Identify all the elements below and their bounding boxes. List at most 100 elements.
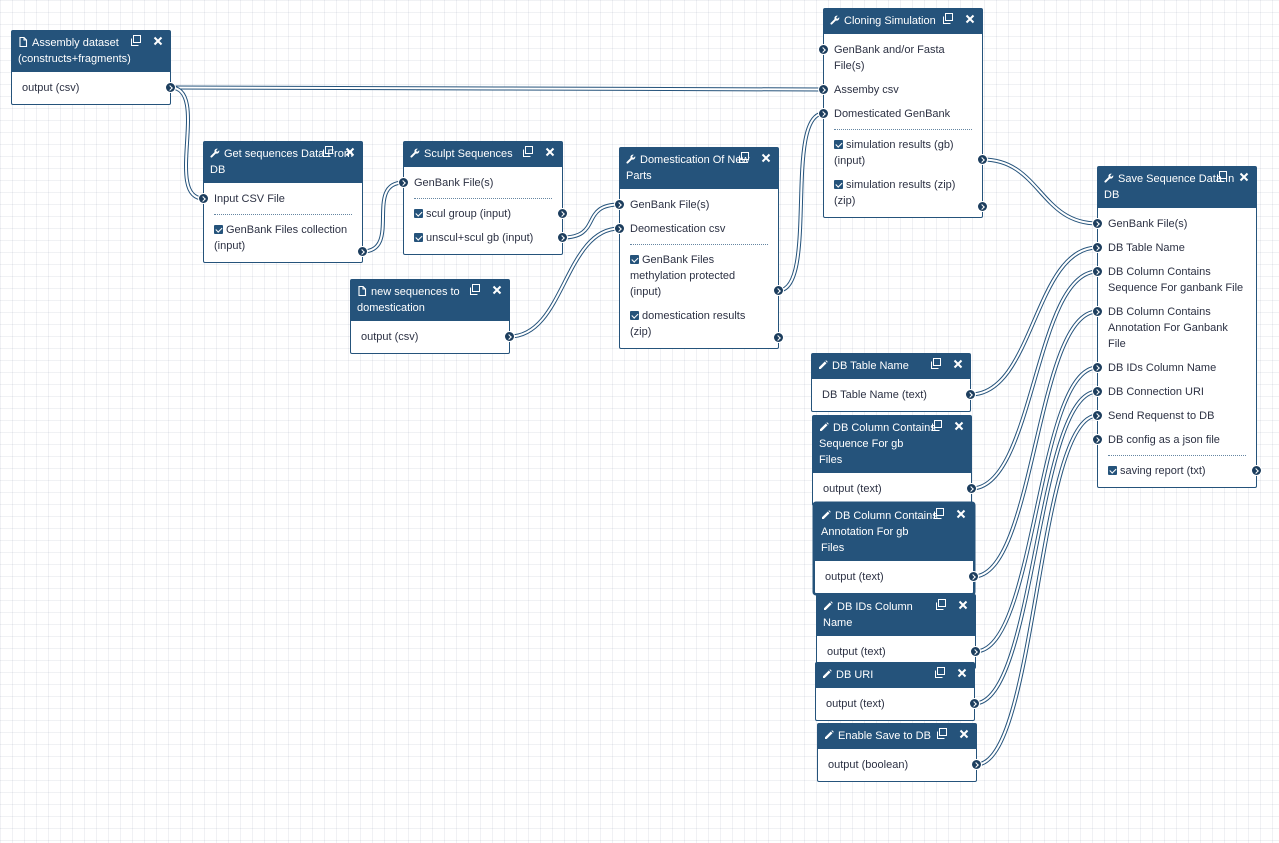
input-terminal[interactable] [1093,411,1102,420]
node-header[interactable]: Cloning Simulation [824,9,982,34]
output-terminal[interactable] [967,484,976,493]
node-header[interactable]: Domestication Of New Parts [620,148,778,189]
connection-edge[interactable] [971,269,1098,491]
connection-edge[interactable] [170,85,204,201]
output-terminal[interactable] [978,202,987,211]
close-icon[interactable] [955,508,967,520]
checkbox[interactable] [1108,466,1117,475]
input-terminal[interactable] [1093,387,1102,396]
connection-edge[interactable] [973,309,1098,579]
input-terminal[interactable] [819,85,828,94]
connection-edge[interactable] [976,413,1098,767]
node-sculpt-sequences[interactable]: Sculpt Sequences GenBank File(s) scul gr… [399,141,567,255]
close-icon[interactable] [760,152,772,164]
output-terminal[interactable] [358,247,367,256]
connection-edge[interactable] [982,157,1098,226]
output-terminal[interactable] [166,83,175,92]
node-get-sequences[interactable]: Get sequences Data From DB Input CSV Fil… [199,141,367,263]
checkbox[interactable] [630,311,639,320]
close-icon[interactable] [956,667,968,679]
output-terminal[interactable] [972,760,981,769]
output-terminal[interactable] [774,286,783,295]
copy-icon[interactable] [130,35,142,47]
connection-edge[interactable] [778,111,824,293]
close-icon[interactable] [958,728,970,740]
copy-icon[interactable] [322,146,334,158]
input-terminal[interactable] [1093,435,1102,444]
node-db-column-sequence[interactable]: DB Column Contains Sequence For gb Files… [812,415,976,506]
copy-icon[interactable] [930,358,942,370]
node-save-sequence-data[interactable]: Save Sequence Data In DB GenBank File(s)… [1093,166,1261,488]
node-new-sequences[interactable]: new sequences to domestication output (c… [350,279,514,354]
node-header[interactable]: Assembly dataset (constructs+fragments) [12,31,170,72]
node-db-uri[interactable]: DB URI output (text) [815,662,979,721]
input-terminal[interactable] [1093,243,1102,252]
connection-edge[interactable] [170,85,824,92]
close-icon[interactable] [152,35,164,47]
output-terminal[interactable] [558,209,567,218]
copy-icon[interactable] [469,284,481,296]
copy-icon[interactable] [522,146,534,158]
output-terminal[interactable] [970,699,979,708]
input-terminal[interactable] [399,178,408,187]
output-terminal[interactable] [978,155,987,164]
output-terminal[interactable] [971,647,980,656]
node-header[interactable]: Save Sequence Data In DB [1098,167,1256,208]
node-header[interactable]: DB Column Contains Sequence For gb Files [813,416,971,473]
node-domestication[interactable]: Domestication Of New Parts GenBank File(… [615,147,783,349]
node-cloning-simulation[interactable]: Cloning Simulation GenBank and/or Fasta … [819,8,987,218]
copy-icon[interactable] [936,728,948,740]
output-terminal[interactable] [966,390,975,399]
checkbox[interactable] [414,209,423,218]
node-header[interactable]: DB IDs Column Name [817,595,975,636]
input-terminal[interactable] [819,45,828,54]
checkbox[interactable] [834,180,843,189]
input-terminal[interactable] [615,200,624,209]
connection-edge[interactable] [974,389,1098,706]
close-icon[interactable] [344,146,356,158]
node-assembly-dataset[interactable]: Assembly dataset (constructs+fragments) … [11,30,175,105]
input-terminal[interactable] [819,109,828,118]
copy-icon[interactable] [942,13,954,25]
checkbox[interactable] [834,140,843,149]
close-icon[interactable] [544,146,556,158]
close-icon[interactable] [953,420,965,432]
connection-edge[interactable] [970,245,1098,397]
output-terminal[interactable] [1252,466,1261,475]
checkbox[interactable] [214,225,223,234]
close-icon[interactable] [491,284,503,296]
node-db-ids-column[interactable]: DB IDs Column Name output (text) [816,594,980,669]
input-terminal[interactable] [1093,219,1102,228]
node-header[interactable]: Sculpt Sequences [404,142,562,167]
connection-edge[interactable] [975,365,1098,654]
node-header[interactable]: DB Column Contains Annotation For gb Fil… [815,504,973,561]
input-terminal[interactable] [1093,267,1102,276]
connection-edge[interactable] [362,180,404,254]
node-header[interactable]: DB URI [816,663,974,688]
output-terminal[interactable] [969,572,978,581]
copy-icon[interactable] [933,508,945,520]
input-terminal[interactable] [1093,307,1102,316]
node-enable-save[interactable]: Enable Save to DB output (boolean) [817,723,981,782]
checkbox[interactable] [630,255,639,264]
close-icon[interactable] [964,13,976,25]
input-terminal[interactable] [199,194,208,203]
output-terminal[interactable] [774,333,783,342]
node-db-column-annotation[interactable]: DB Column Contains Annotation For gb Fil… [814,503,978,594]
node-header[interactable]: Get sequences Data From DB [204,142,362,183]
close-icon[interactable] [957,599,969,611]
input-terminal[interactable] [615,224,624,233]
output-terminal[interactable] [505,332,514,341]
connection-edge[interactable] [562,202,620,240]
copy-icon[interactable] [1216,171,1228,183]
copy-icon[interactable] [934,667,946,679]
node-db-table-name[interactable]: DB Table Name DB Table Name (text) [811,353,975,412]
input-terminal[interactable] [1093,363,1102,372]
copy-icon[interactable] [931,420,943,432]
node-header[interactable]: Enable Save to DB [818,724,976,749]
copy-icon[interactable] [935,599,947,611]
close-icon[interactable] [952,358,964,370]
close-icon[interactable] [1238,171,1250,183]
node-header[interactable]: DB Table Name [812,354,970,379]
copy-icon[interactable] [738,152,750,164]
